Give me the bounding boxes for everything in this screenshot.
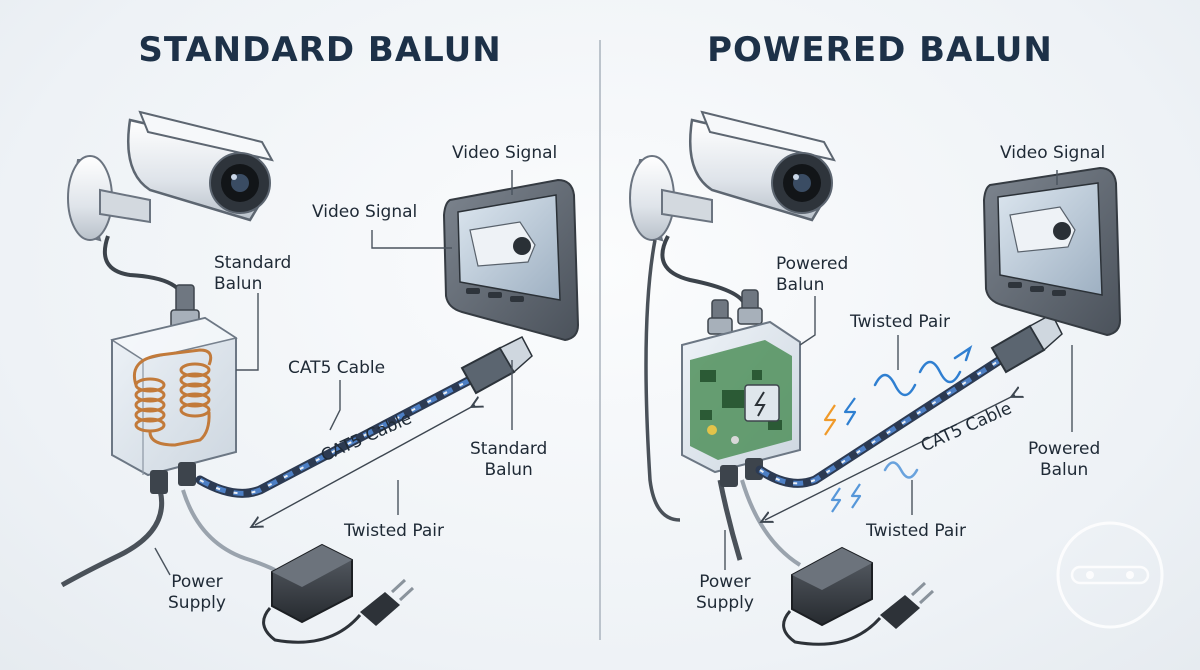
left-label-power-supply: Power Supply [168,572,226,614]
left-label-video-signal-top: Video Signal [452,143,558,163]
right-label-video-signal: Video Signal [1000,143,1106,163]
right-label-power-supply-line2: Supply [696,593,754,613]
right-power-cable-2 [740,479,802,567]
left-label-standard-balun-right: Standard Balun [470,439,547,481]
left-label-twisted-pair: Twisted Pair [344,521,444,541]
left-label-standard-balun-top-line2: Balun [214,274,263,294]
left-power-cable [60,489,165,588]
left-label-standard-balun-top: Standard Balun [214,253,291,295]
right-camera [629,110,836,242]
left-label-standard-balun-right-line1: Standard [470,439,548,459]
right-label-twisted-pair-upper: Twisted Pair [850,312,950,332]
right-label-power-supply-line1: Power [699,572,751,592]
left-label-cat5-upper: CAT5 Cable [288,358,386,378]
left-label-standard-balun-top-line1: Standard [214,253,292,273]
watermark-logo [1056,521,1164,629]
right-monitor [982,166,1122,337]
left-label-standard-balun-right-line2: Balun [484,460,533,480]
left-camera-cable [102,235,187,306]
right-label-powered-balun-right-line2: Balun [1039,460,1089,480]
right-label-power-supply: Power Supply [696,572,754,614]
right-label-powered-balun-right-line1: Powered [1028,439,1101,459]
left-title: STANDARD BALUN [138,30,502,70]
right-camera-cable [660,235,747,306]
right-label-powered-balun-right: Powered Balun [1028,439,1100,481]
right-label-twisted-pair-lower: Twisted Pair [866,521,966,541]
left-cable-arrow [255,405,475,525]
right-label-powered-balun-top-line2: Balun [776,275,825,295]
right-power-adapter [782,546,935,646]
left-standard-balun [110,284,238,494]
right-power-cable [717,479,743,561]
left-power-cable-2 [181,489,276,572]
left-label-power-supply-line1: Power [171,572,223,592]
right-cable-arrow [765,395,1015,520]
right-cat5-cable [755,312,1063,488]
right-label-powered-balun-top: Powered Balun [776,254,848,296]
left-label-video-signal-mid: Video Signal [312,202,418,222]
left-monitor [442,178,580,342]
right-title: POWERED BALUN [707,30,1053,70]
left-camera [67,110,274,242]
left-label-power-supply-line2: Supply [168,593,226,613]
left-power-adapter [262,543,415,644]
right-side-cable [644,239,681,522]
right-powered-balun [681,289,801,487]
right-label-powered-balun-top-line1: Powered [776,254,849,274]
